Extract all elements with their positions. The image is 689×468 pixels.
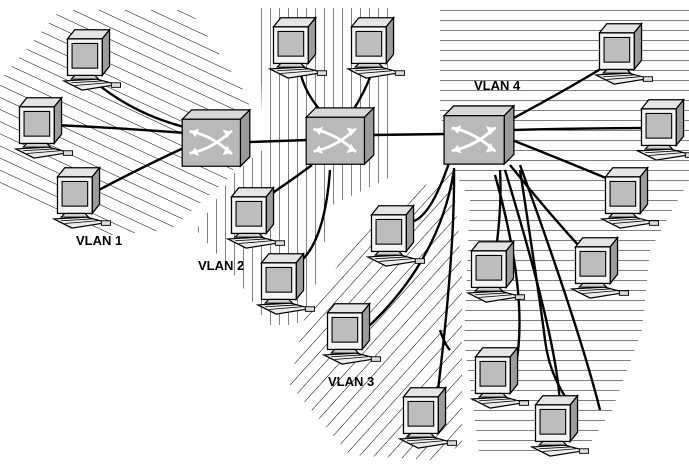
switch-a xyxy=(180,108,252,168)
switch-c xyxy=(442,104,516,166)
vlan1-label: VLAN 1 xyxy=(76,233,122,248)
vlan2-label: VLAN 2 xyxy=(198,258,244,273)
computer-vlan2-2 xyxy=(347,17,406,79)
vlan3-region xyxy=(290,168,462,460)
switch-b xyxy=(304,106,376,166)
vlan4-label: VLAN 4 xyxy=(474,78,521,93)
vlan3-label: VLAN 3 xyxy=(328,374,374,389)
